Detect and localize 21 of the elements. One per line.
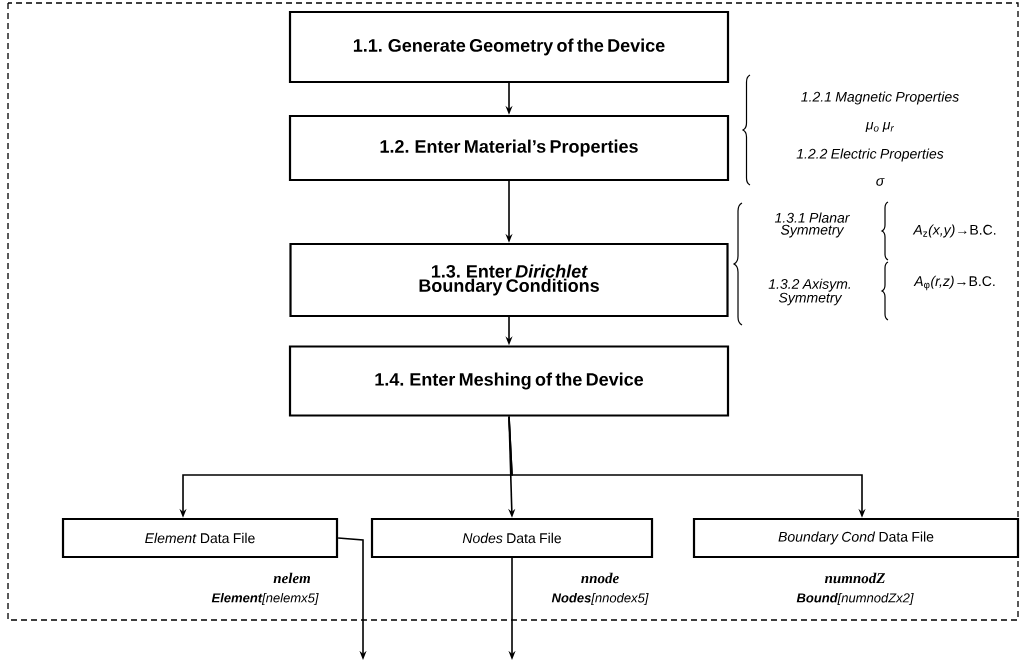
brace-label: 1.3.1 Planar Symmetry (774, 212, 850, 238)
file-box: Nodes Data File (370, 517, 654, 559)
process-box: 1.2. Enter Material’s Properties (288, 114, 730, 182)
file-box: Element Data File (61, 517, 339, 559)
formula-label: A$_{φ}$(r,z)→B.C. (913, 275, 995, 291)
process-box: 1.4. Enter Meshing of the Device (288, 345, 730, 417)
formula-label: A$_{z}$(x,y)→B.C. (912, 224, 996, 238)
brace-label: 1.3.2 Axisym. Symmetry (768, 278, 850, 306)
brace-label: 1.2.1 Magnetic Properties (801, 91, 959, 105)
process-box: 1.3. Enter Dirichlet Boundary Conditions (289, 242, 729, 318)
variable-name: nnode (581, 572, 619, 584)
process-box: 1.1. Generate Geometry of the Device (288, 10, 730, 84)
math-symbol: σ (876, 178, 885, 186)
math-symbol: μ$_{o}$ μ$_{r}$ (865, 121, 894, 133)
variable-name: nelem (273, 572, 311, 584)
brace-label: 1.2.2 Electric Properties (796, 148, 944, 162)
array-label: Nodes[nnodex5] (551, 592, 649, 606)
array-label: Bound[numnodZx2] (796, 592, 914, 606)
variable-name: numnodZ (824, 572, 886, 584)
array-label: Element[nelemx5] (211, 592, 319, 606)
file-box: Boundary Cond Data File (692, 517, 1020, 559)
